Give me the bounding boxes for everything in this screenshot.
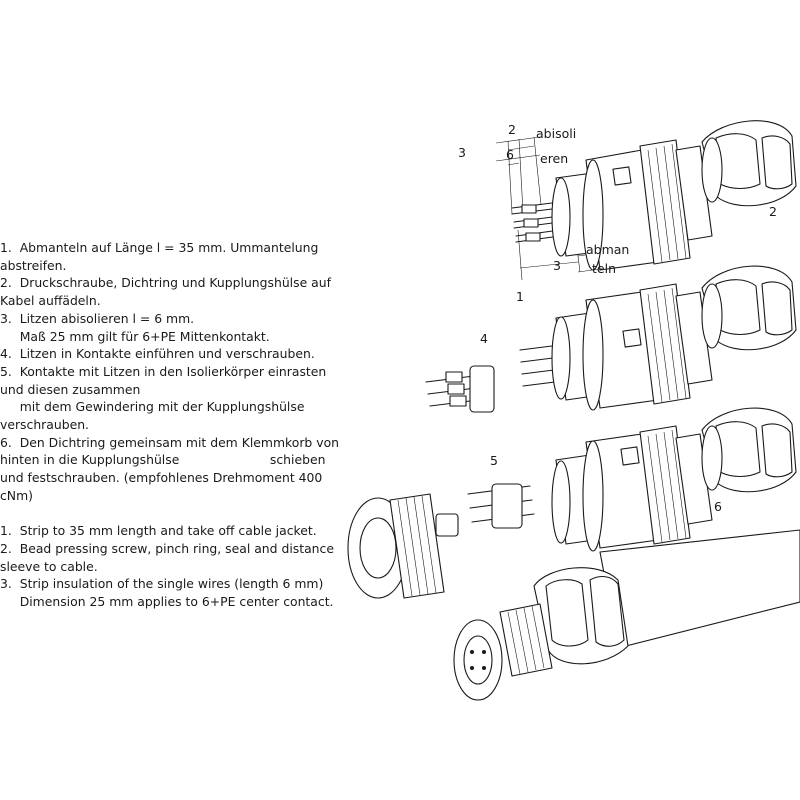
instruction-de-line: Kabel auffädeln.	[0, 293, 101, 309]
dimension-label-2: 2	[508, 122, 516, 137]
instruction-de-line: 3. Litzen abisolieren l = 6 mm.	[0, 310, 195, 326]
instruction-de-line: mit dem Gewindering mit der Kupplungshül…	[0, 399, 305, 415]
label-abisolieren-1: abisoli	[536, 126, 576, 141]
instruction-de-line: Maß 25 mm gilt für 6+PE Mittenkontakt.	[0, 328, 270, 344]
step-label-4: 4	[480, 331, 488, 346]
instruction-en-line: 2. Bead pressing screw, pinch ring, seal…	[0, 540, 334, 556]
instruction-de-line: verschrauben.	[0, 417, 89, 433]
instruction-en-line: sleeve to cable.	[0, 558, 98, 574]
dimension-label-6: 6	[506, 147, 514, 162]
instruction-de-line: 6. Den Dichtring gemeinsam mit dem Klemm…	[0, 434, 340, 450]
instruction-en-line: 3. Strip insulation of the single wires …	[0, 576, 324, 592]
instruction-de-line: hinten in die Kupplungshülse schieben	[0, 452, 326, 468]
assembled-connector	[453, 529, 800, 701]
dimension-label-3-bottom: 3	[553, 258, 561, 273]
label-abmanteln-1: abman	[586, 242, 629, 257]
assembly-stage-4	[425, 265, 797, 413]
instruction-de-line: und diesen zusammen	[0, 381, 141, 397]
instruction-de-line: cNm)	[0, 487, 33, 503]
label-abmanteln-2: teln	[592, 261, 616, 276]
label-abisolieren-2: eren	[540, 151, 568, 166]
assembly-stage-5	[347, 407, 797, 599]
dimension-label-3-top: 3	[458, 145, 466, 160]
step-label-1: 1	[516, 289, 524, 304]
instruction-de-line: 4. Litzen in Kontakte einführen und vers…	[0, 346, 315, 362]
instruction-de-line: abstreifen.	[0, 257, 67, 273]
instruction-en-line: 1. Strip to 35 mm length and take off ca…	[0, 523, 317, 539]
instruction-de-line: 1. Abmanteln auf Länge l = 35 mm. Ummant…	[0, 240, 319, 255]
instructions: 1. Abmanteln auf Länge l = 35 mm. Ummant…	[0, 239, 340, 611]
step-label-2: 2	[769, 204, 777, 219]
step-label-5: 5	[490, 453, 498, 468]
instruction-de-line: und festschrauben. (empfohlenes Drehmome…	[0, 470, 323, 486]
instruction-en-line: Dimension 25 mm applies to 6+PE center c…	[0, 594, 334, 610]
instruction-de-line: 5. Kontakte mit Litzen in den Isolierkör…	[0, 363, 327, 379]
step-label-6: 6	[714, 499, 722, 514]
assembly-stage-1	[495, 120, 797, 281]
instruction-de-line: 2. Druckschraube, Dichtring und Kupplung…	[0, 275, 331, 291]
